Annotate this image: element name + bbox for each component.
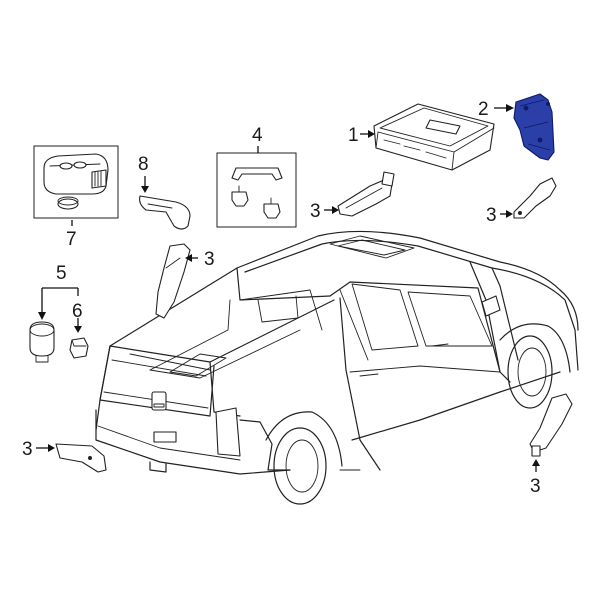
part-5-sensor	[29, 321, 55, 363]
callout-3-c: 3	[204, 249, 215, 270]
part-3-bracket-b	[513, 177, 557, 219]
callout-3-e: 3	[530, 476, 541, 497]
part-3-bracket-a	[337, 171, 395, 217]
part-5-bracket-line	[41, 287, 79, 316]
battery	[57, 198, 79, 210]
part-6-clip	[69, 337, 89, 359]
part-2-bracket-highlighted	[513, 93, 555, 161]
callout-2: 2	[478, 99, 489, 120]
callout-7: 7	[66, 229, 77, 250]
callout-8: 8	[138, 154, 149, 175]
part-8-trim-piece	[139, 176, 191, 230]
callout-4: 4	[252, 125, 263, 146]
callout-5: 5	[56, 263, 67, 284]
callout-3-a: 3	[310, 201, 321, 222]
part-3-bracket-e	[529, 393, 573, 457]
callout-3-d: 3	[22, 439, 33, 460]
part-7-key-fob-group	[33, 145, 119, 219]
part-4-box	[216, 152, 297, 228]
part-3-bracket-d	[55, 443, 107, 473]
pickup-truck	[95, 230, 579, 505]
part-4-grab-handle-group	[216, 152, 297, 228]
callout-6: 6	[72, 301, 83, 322]
callout-3-b: 3	[486, 205, 497, 226]
callout-1: 1	[348, 125, 359, 146]
part-7-box	[33, 145, 119, 219]
part-3-bracket-c	[155, 243, 191, 319]
part-1-control-unit	[373, 103, 495, 171]
